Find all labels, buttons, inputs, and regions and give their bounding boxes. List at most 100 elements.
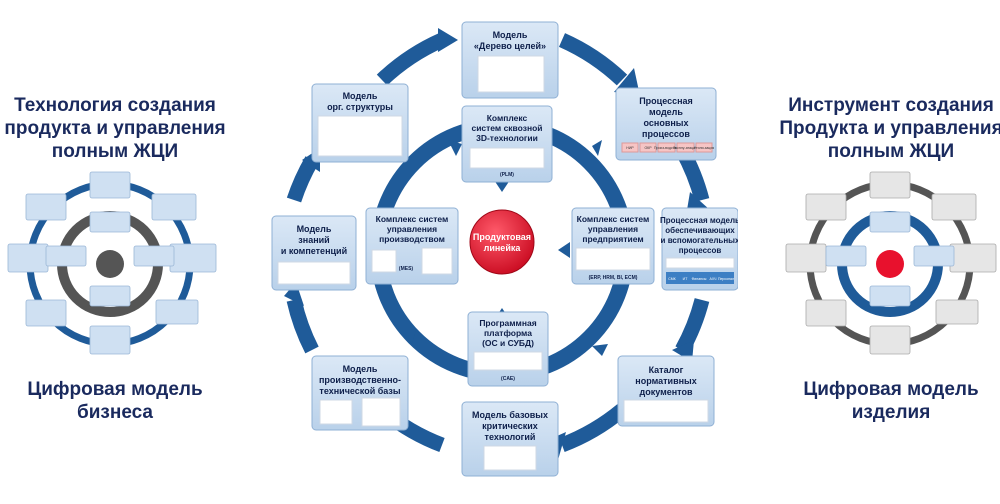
support-chip-1: СМК [668,277,676,281]
outer-arc-7 [286,156,319,203]
box-production-line-3: технической базы [319,386,400,396]
box-platform-line-3: (ОС и СУБД) [482,338,534,348]
left-thumb-box-plm [89,211,131,233]
right-title-line-3: полным ЖЦИ [827,141,955,162]
hub-arrow-right [558,242,570,258]
box-production-thumbnail-2 [361,397,401,427]
box-support-line-1: Процессная модель [660,216,738,225]
right-subtitle-line-2: изделия [851,402,931,423]
box-erp-line-1: Комплекс систем [577,214,650,224]
box-erp-tag: (ERP, HRM, BI, ECM) [589,275,638,281]
left-thumb-box-platform [89,285,131,307]
right-thumb-box-erp [913,245,955,267]
right-thumb-hub [876,250,904,278]
box-goals-line-2: «Дерево целей» [474,41,546,51]
box-erp: Комплекс систем управления предприятием … [571,207,655,285]
box-goals-line-1: Модель [493,30,528,40]
box-goals: Модель «Дерево целей» [461,21,559,99]
box-process-line-1: Процессная [639,96,693,106]
right-thumbnail-diagram [785,171,997,355]
box-process-bg [615,87,717,161]
right-thumb-box-production [805,299,847,327]
box-platform-line-2: платформа [484,328,532,338]
left-subtitle-line-1: Цифровая модель [27,379,203,400]
box-support-line-4: процессов [679,246,722,255]
box-knowledge-line-1: Модель [297,224,332,234]
box-catalog-line-2: нормативных [635,376,696,386]
box-goals-thumbnail [477,55,545,93]
box-erp-line-2: управления [588,224,638,234]
hub-label-line-2: линейка [484,243,522,253]
main-diagram: Продуктовая линейка Модель «Дерево целей… [271,21,738,477]
outer-arc-1 [558,33,628,86]
process-chip-1 [621,142,639,153]
right-thumb-box-catalog [935,299,979,325]
box-support-chips-bar [666,272,734,284]
hub-arrow-top [494,180,510,192]
box-support-line-3: и вспомогательных [661,236,738,245]
left-subtitle: Цифровая модель бизнеса [0,378,230,424]
arrowhead-6 [284,282,304,306]
box-erp-thumbnail [575,247,651,271]
box-support-strip [665,257,735,269]
left-thumb-box-mes [45,245,87,267]
support-chip-3: Финансы [692,277,707,281]
box-mes-line-3: производством [379,234,445,244]
left-thumb-box-erp [133,245,175,267]
process-chip-5 [695,142,713,153]
right-thumb-box-goals [869,171,911,199]
box-orgstruct-thumbnail [317,115,403,157]
box-platform-tag: (CAE) [501,376,515,382]
process-chip-2 [639,142,657,153]
left-thumb-box-knowledge [7,243,49,273]
left-thumb-box-tech [89,325,131,355]
left-thumb-box-goals [89,171,131,199]
left-subtitle-line-2: бизнеса [76,402,154,423]
hub-circle [469,209,535,275]
box-process-line-3: основных [644,118,689,128]
process-chip-4 [676,142,695,153]
left-title-line-3: полным ЖЦИ [51,141,179,162]
support-chip-5: Персонал [718,277,734,281]
ring-arrow-sw [402,330,416,344]
right-subtitle: Цифровая модель изделия [776,378,1000,424]
box-catalog-thumbnail [623,399,709,423]
left-title: Технология создания продукта и управлени… [0,94,230,163]
process-chip-2-label: ОКР [644,146,652,150]
box-mes-line-1: Комплекс систем [376,214,449,224]
box-mes: Комплекс систем управления производством… [365,207,459,285]
left-thumb-box-catalog [155,299,199,325]
left-thumb-box-process [151,193,197,221]
right-thumb-box-platform [869,285,911,307]
box-process-line-4: процессов [642,129,690,139]
box-process-line-2: модель [649,107,683,117]
box-catalog-line-1: Каталог [649,365,684,375]
process-chip-3-label: Произ-водство [654,146,678,150]
process-chip-4-label: Эксплу-атация [673,146,697,150]
left-thumb-box-support [169,243,217,273]
box-orgstruct-line-1: Модель [343,91,378,101]
support-chip-2: ИТ [683,277,689,281]
box-support-bg [661,207,738,291]
right-thumb-box-tech [869,325,911,355]
box-support-line-2: обеспечивающих [665,226,735,235]
box-knowledge-line-3: и компетенций [281,246,347,256]
box-catalog-line-3: документов [639,387,692,397]
box-process: Процессная модель основных процессов НИР… [615,87,717,161]
box-platform: Программная платформа (ОС и СУБД) (CAE) [467,311,549,387]
box-tech-line-3: технологий [485,432,536,442]
hub-label-line-1: Продуктовая [473,232,531,242]
ring-arrow-ne [592,140,602,156]
arrowhead-8 [438,28,458,52]
box-plm-line-2: систем сквозной [471,123,542,133]
right-thumb-box-support [949,243,997,273]
box-mes-line-2: управления [387,224,437,234]
box-plm-line-1: Комплекс [487,113,528,123]
right-thumb-box-process [931,193,977,221]
process-chip-1-label: НИР [626,146,634,150]
right-thumb-box-plm [869,211,911,233]
box-plm-tag: (PLM) [500,172,514,178]
right-subtitle-line-1: Цифровая модель [803,379,979,400]
right-thumb-box-knowledge [785,243,827,273]
ring-arrow-se [592,344,608,356]
